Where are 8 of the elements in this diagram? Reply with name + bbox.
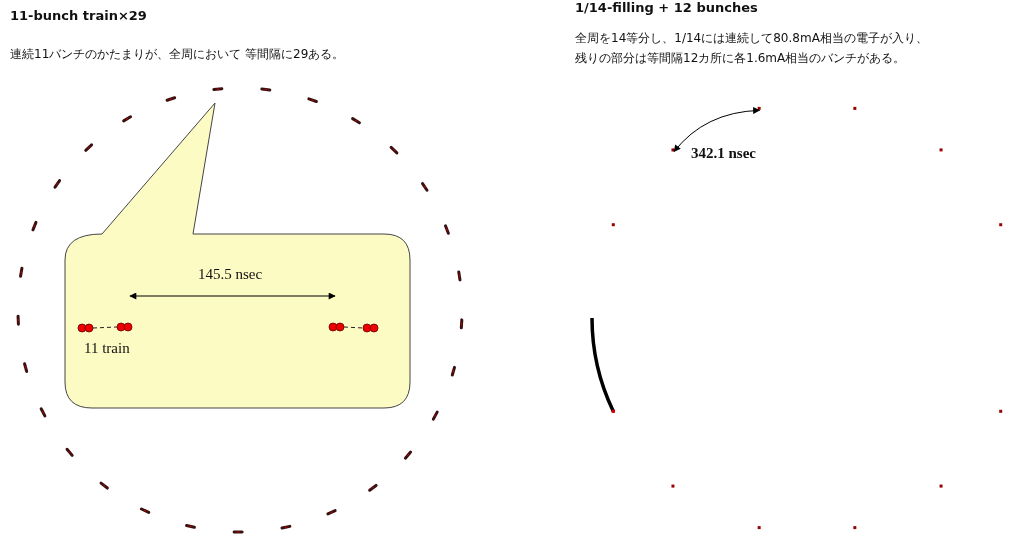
description-text: 全周を14等分し、1/14には連続して80.8mA相当の電子が入り、残りの部分は等間隔12カ所に各1.6mA相当のバンチがある。	[575, 30, 929, 67]
heading: 11-bunch train×29	[10, 8, 147, 23]
callout-bubble	[62, 100, 414, 412]
train-label: 11 train	[84, 340, 130, 357]
description-text: 連続11バンチのかたまりが、全周において 等間隔に29ある。	[10, 46, 346, 63]
heading: 1/14-filling + 12 bunches	[575, 0, 758, 15]
dimension-label: 342.1 nsec	[691, 145, 756, 162]
dimension-label: 145.5 nsec	[198, 266, 263, 283]
